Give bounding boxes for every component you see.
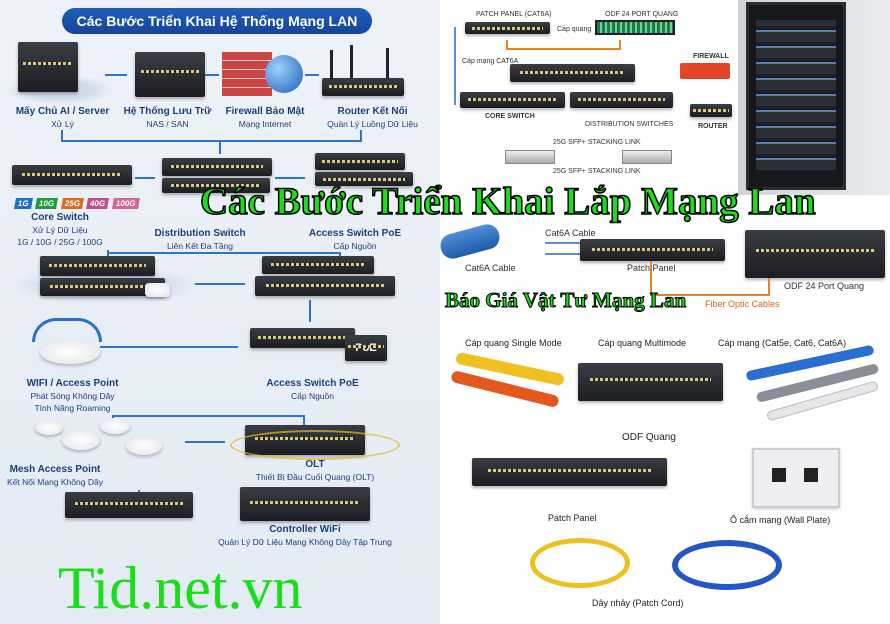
switch-stack-icon xyxy=(40,256,155,276)
label-odf: ODF 24 PORT QUANG xyxy=(605,11,679,18)
speed-tag: 1G xyxy=(14,198,33,209)
distribution-switch-device-2 xyxy=(570,92,673,108)
odf-rack-icon xyxy=(578,363,723,401)
poe-switch-icon xyxy=(250,328,355,348)
label-firewall-top: FIREWALL xyxy=(693,53,729,60)
odf-icon xyxy=(595,20,675,35)
access-point-icon xyxy=(40,340,100,364)
label-router-top: ROUTER xyxy=(698,123,728,130)
patch-panel-device xyxy=(580,239,725,261)
label-patch-panel: PATCH PANEL (CAT6A) xyxy=(476,11,552,18)
label-stacking-2: 25G SFP+ STACKING LINK xyxy=(553,168,641,175)
router-icon xyxy=(322,78,404,96)
core-switch-icon xyxy=(12,165,132,185)
firewall-device-icon xyxy=(680,63,730,79)
ethernet-patch-cord-icon xyxy=(672,540,782,590)
materials-diagram: Cáp quang Single Mode Cáp quang Multimod… xyxy=(440,318,890,624)
label-single-mode: Cáp quang Single Mode xyxy=(465,338,562,348)
access-switch-icon xyxy=(315,153,405,170)
speed-tag: 25G xyxy=(60,198,84,209)
label-odf-mid: ODF 24 Port Quang xyxy=(784,281,865,291)
label-distribution-top: DISTRIBUTION SWITCHES xyxy=(585,121,674,128)
gateway-icon xyxy=(65,492,193,518)
overlay-title: Các Bước Triển Khai Lắp Mạng Lan xyxy=(199,179,816,224)
speed-tag: 40G xyxy=(86,198,110,209)
label-wall-plate: Ổ cắm mạng (Wall Plate) xyxy=(730,515,831,525)
lan-steps-infographic: Các Bước Triển Khai Hệ Thống Mạng LAN Mấ… xyxy=(0,0,440,624)
network-topology-diagram: PATCH PANEL (CAT6A) ODF 24 PORT QUANG Cá… xyxy=(440,0,735,205)
site-watermark[interactable]: Tid.net.vn xyxy=(58,555,303,621)
infographic-banner: Các Bước Triển Khai Hệ Thống Mạng LAN xyxy=(62,8,372,34)
wifi-icon xyxy=(32,318,102,342)
router-device-icon xyxy=(690,104,732,117)
label-cat6a: Cat6A Cable xyxy=(465,263,516,273)
label-fiber: Cáp quang xyxy=(557,26,592,33)
cat6a-cable-icon xyxy=(437,221,503,262)
label-core-switch-top: CORE SWITCH xyxy=(485,113,535,120)
label-cat6a-top: Cat6A Cable xyxy=(545,228,596,238)
label-fiber-optic: Fiber Optic Cables xyxy=(705,299,780,309)
cabling-diagram: Cat6A Cable Cat6A Cable Patch Panel ODF … xyxy=(437,205,890,315)
distribution-switch-device xyxy=(510,64,635,82)
overlay-subtitle: Báo Giá Vật Tư Mạng Lan xyxy=(444,288,687,313)
odf-device xyxy=(745,230,885,278)
poe-badge: PoE xyxy=(345,335,387,361)
speed-tag: 100G xyxy=(111,198,140,209)
distribution-switch-icon xyxy=(162,158,272,176)
sfp-module-icon xyxy=(505,150,555,164)
label-cat6a: Cáp mạng CAT6A xyxy=(462,58,519,65)
patch-panel-rack-icon xyxy=(472,458,667,486)
label-patch-cord: Dây nhảy (Patch Cord) xyxy=(592,598,684,608)
patch-panel-icon xyxy=(465,22,550,34)
wall-plate-icon xyxy=(752,448,840,508)
label-stacking-1: 25G SFP+ STACKING LINK xyxy=(553,139,641,146)
core-switch-device xyxy=(460,92,565,108)
label-patch-panel-bottom: Patch Panel xyxy=(548,513,597,523)
speed-tag: 10G xyxy=(35,198,59,209)
server-icon xyxy=(18,42,78,92)
server-rack-photo xyxy=(738,0,890,195)
nas-storage-icon xyxy=(135,52,205,97)
label-multimode: Cáp quang Multimode xyxy=(598,338,687,348)
speed-tags: 1G 10G 25G 40G 100G xyxy=(14,193,140,211)
sfp-module-icon xyxy=(622,150,672,164)
firewall-icon xyxy=(222,52,272,96)
globe-icon xyxy=(265,55,303,93)
fiber-patch-cord-icon xyxy=(530,538,630,588)
mesh-ap-icon xyxy=(100,418,130,434)
controller-wifi-icon xyxy=(240,487,370,521)
switch-stack-icon-2 xyxy=(262,256,374,274)
label-odf-quang: ODF Quang xyxy=(622,432,676,443)
label-copper-cable: Cáp mạng (Cat5e, Cat6, Cat6A) xyxy=(718,338,847,348)
